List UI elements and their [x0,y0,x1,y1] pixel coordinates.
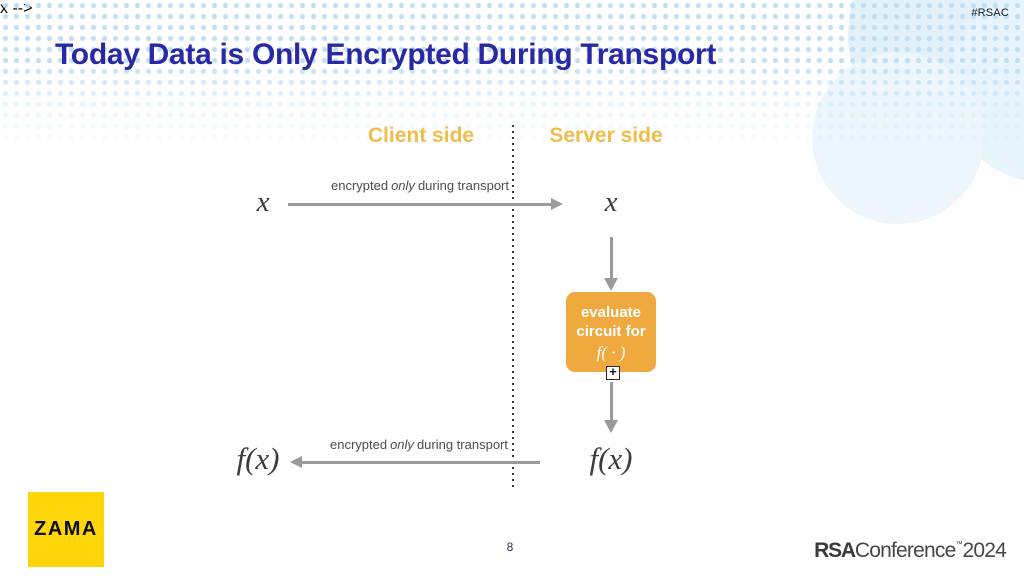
rsa-conference-logo: RSAConference™2024 [814,539,1007,563]
arrow-head-left-icon [290,456,302,468]
evaluate-box-line1: evaluate [580,303,642,321]
server-input-x: x [604,186,618,218]
slide-title: Today Data is Only Encrypted During Tran… [55,38,717,71]
expand-plus-widget[interactable]: + [606,365,620,380]
rsa-logo-bold: RSA [814,539,856,562]
server-output-fx: f(x) [589,441,633,476]
server-side-header: Server side [549,124,663,147]
arrow-head-down-icon [604,420,618,433]
page-number: 8 [506,540,514,554]
client-output-fx: f(x) [236,441,280,476]
rsac-hashtag: #RSAC [971,7,1009,19]
evaluate-circuit-box: evaluate circuit for f( · ) [566,292,656,372]
label-text: during transport [417,178,509,193]
label-text: encrypted [329,437,388,452]
arrow-shaft [288,203,551,206]
rsa-logo-year: 2024 [962,539,1006,562]
arrow-head-right-icon [551,198,563,210]
label-text: encrypted [330,178,389,193]
arrow-shaft [610,237,613,278]
evaluate-box-function: f( · ) [596,342,626,362]
trademark-symbol: ™ [955,541,963,548]
arrow-shaft [610,382,613,420]
arrow-head-down-icon [604,278,618,291]
client-input-x: x [256,186,270,218]
zama-logo: ZAMA [28,492,104,567]
label-text-italic: only [390,437,414,452]
arrow-shaft [302,461,540,464]
label-text: during transport [416,437,508,452]
rsa-logo-light: Conference [854,539,956,562]
client-side-header: Client side [367,124,475,147]
label-text-italic: only [391,178,415,193]
client-server-divider [512,125,514,490]
evaluate-box-line2: circuit for [576,322,646,340]
